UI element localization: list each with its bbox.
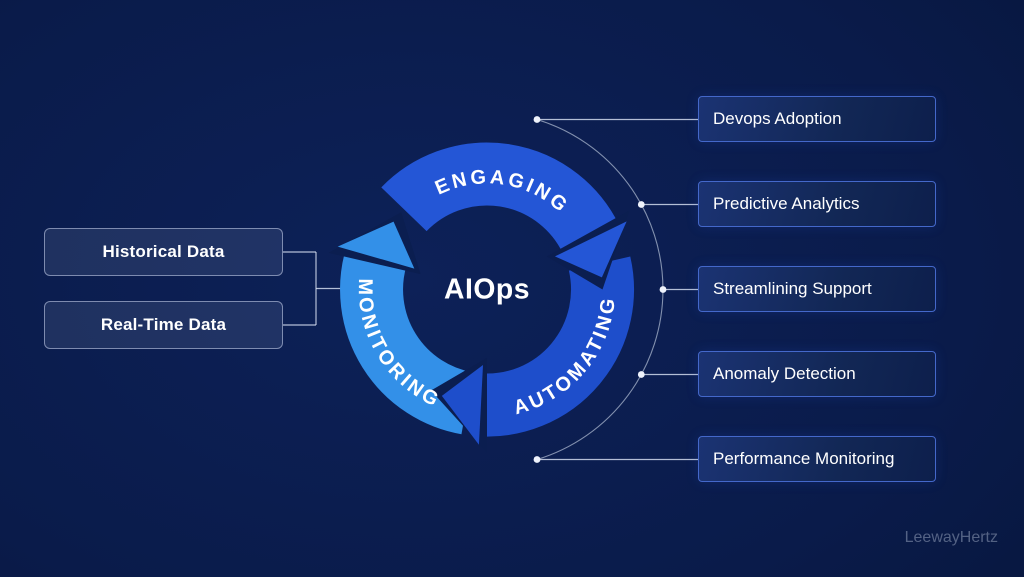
automating-arrowhead-icon — [441, 364, 484, 445]
connector-dot — [533, 456, 541, 463]
outcome-box-anomaly-detection: Anomaly Detection — [698, 351, 936, 397]
automating-arc — [479, 256, 635, 437]
input-box-real-time-data: Real-Time Data — [44, 301, 283, 349]
connector-dot — [659, 286, 667, 293]
outcome-box-devops-adoption: Devops Adoption — [698, 96, 936, 142]
input-box-historical-data: Historical Data — [44, 228, 283, 276]
outcome-box-streamlining-support: Streamlining Support — [698, 266, 936, 312]
outcome-box-predictive-analytics: Predictive Analytics — [698, 181, 936, 227]
engaging-arrowhead-icon — [554, 221, 627, 278]
monitoring-arrowhead-icon — [337, 221, 415, 269]
cycle-center-label: AIOps — [444, 274, 530, 306]
outcome-label: Devops Adoption — [713, 109, 842, 128]
brand-watermark: LeewayHertz — [904, 529, 998, 546]
input-label: Historical Data — [102, 242, 225, 261]
outcome-label: Performance Monitoring — [713, 449, 895, 468]
outcome-label: Predictive Analytics — [713, 194, 860, 213]
engaging-arc — [381, 142, 620, 254]
connector-dot — [637, 201, 645, 208]
outcome-label: Streamlining Support — [713, 279, 872, 298]
connector-dot — [637, 371, 645, 378]
outcome-label: Anomaly Detection — [713, 364, 856, 383]
connector-dot — [533, 116, 541, 123]
cycle-group: ENGAGING MONITORING AUTOMATING AIOps — [328, 142, 635, 453]
outcome-box-performance-monitoring: Performance Monitoring — [698, 436, 936, 482]
input-label: Real-Time Data — [100, 315, 227, 334]
